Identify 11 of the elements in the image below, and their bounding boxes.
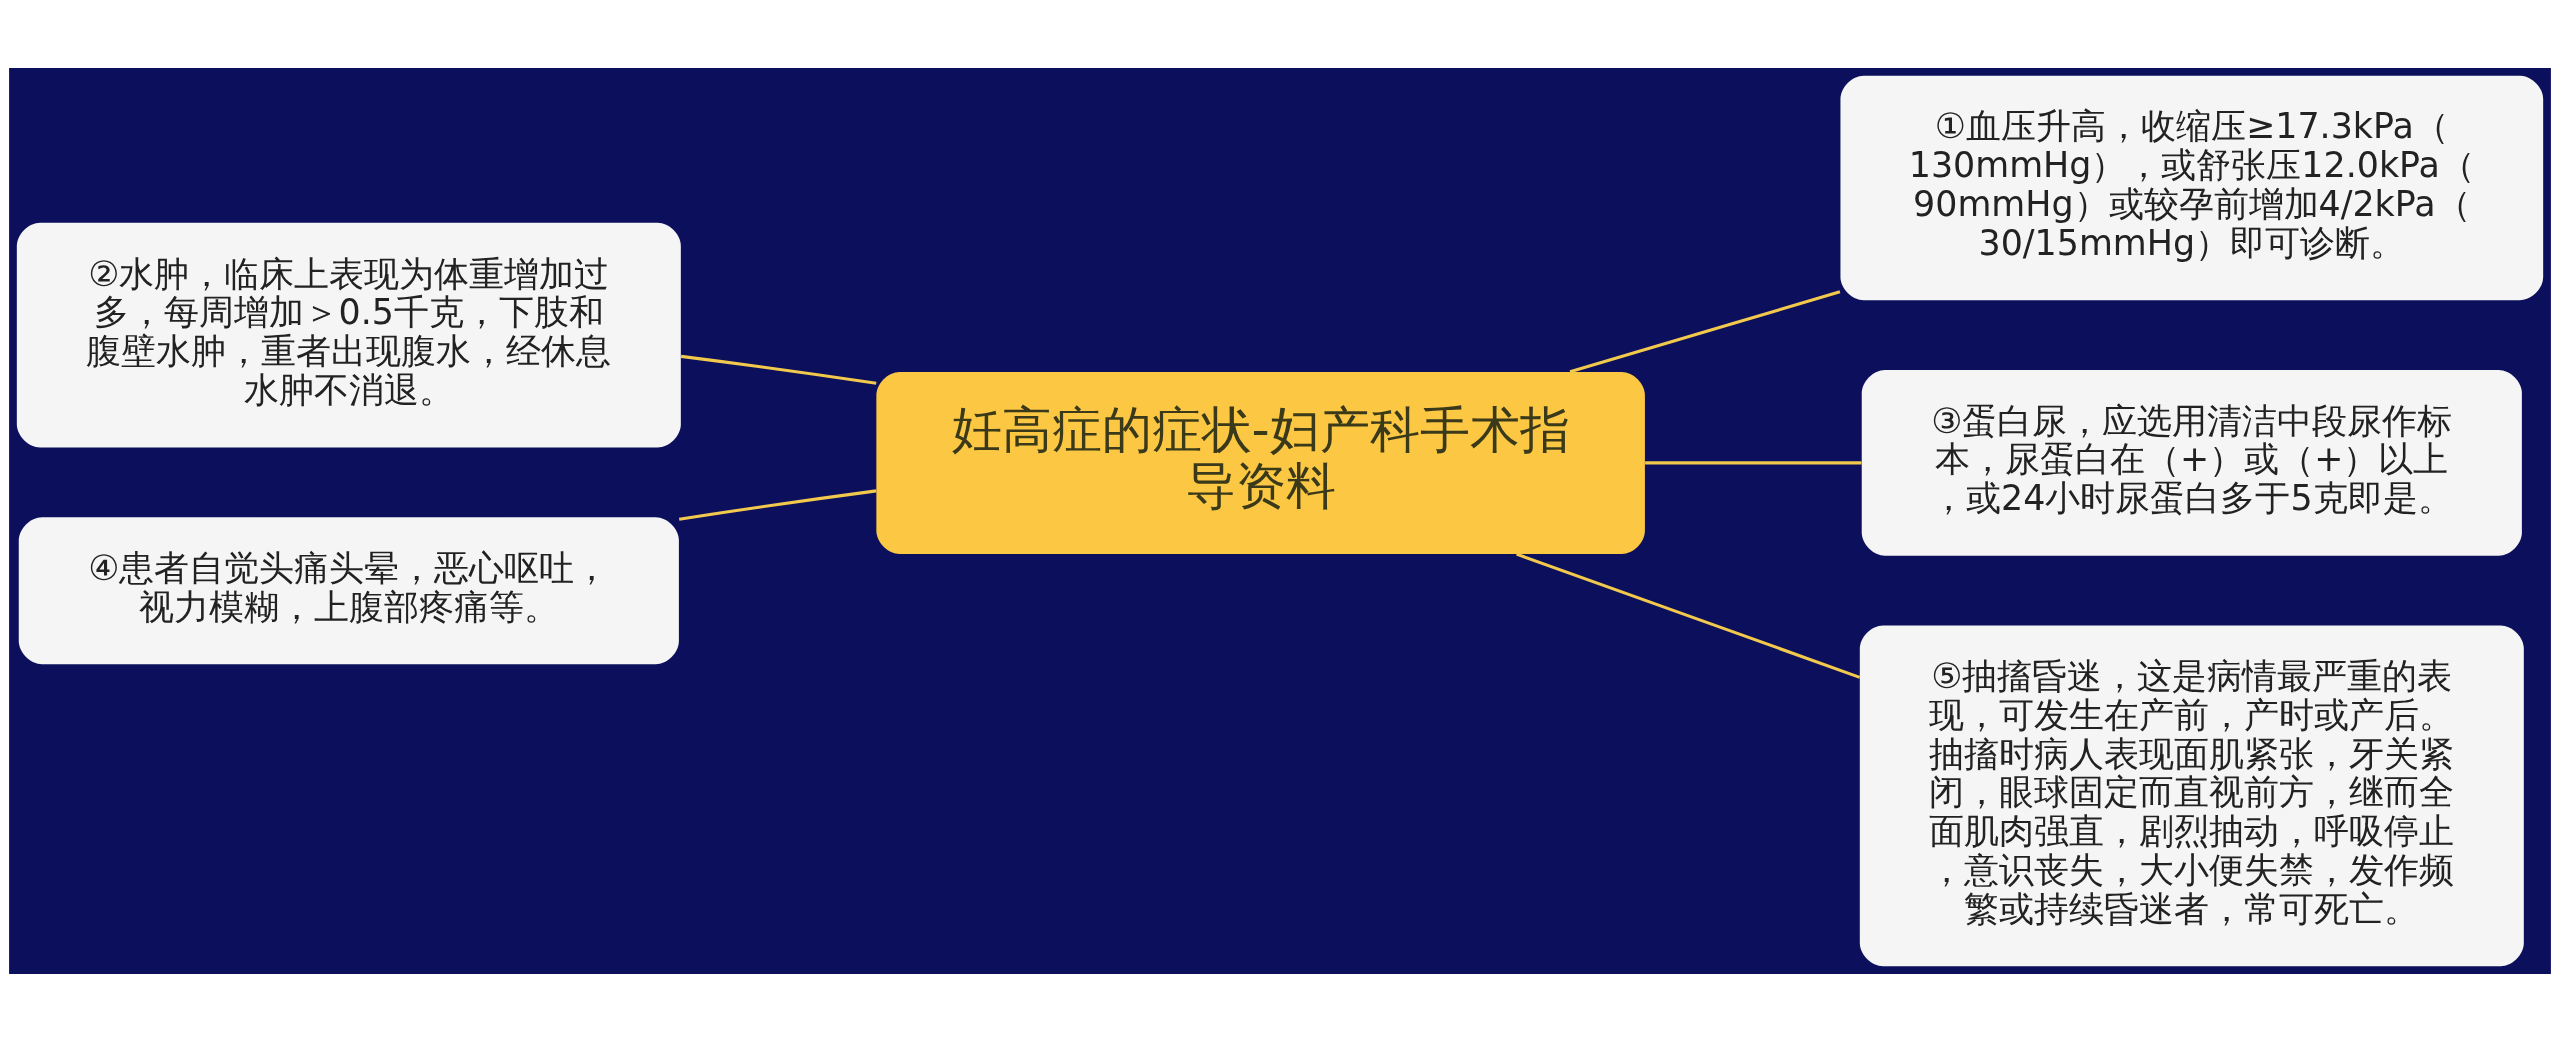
node-box: ③蛋白尿，应选用清洁中段尿作标本，尿蛋白在（+）或（+）以上，或24小时尿蛋白多于5克即是。 <box>1861 370 2522 556</box>
connector <box>1569 290 1841 374</box>
connector <box>1516 552 1861 679</box>
node-box: 妊高症的症状-妇产科手术指导资料 <box>876 371 1645 554</box>
node-box: ①血压升高，收缩压≥17.3kPa（130mmHg），或舒张压12.0kPa（90mmHg）或较孕前增加4/2kPa（30/15mmHg）即可诊断。 <box>1840 75 2544 301</box>
node-box: ⑤抽搐昏迷，这是病情最严重的表现，可发生在产前，产时或产后。抽搐时病人表现面肌紧张，牙关紧闭，眼球固定而直视前方，继而全面肌肉强直，剧烈抽动，呼吸停止，意识丧失，大小便失禁，发作频繁或持续昏迷者，常可死亡。 <box>1859 625 2524 967</box>
connector <box>678 489 877 521</box>
connector <box>680 354 877 385</box>
connector <box>1645 461 1862 465</box>
node-box: ②水肿，临床上表现为体重增加过多，每周增加＞0.5千克，下肢和腹壁水肿，重者出现腹水，经休息水肿不消退。 <box>16 222 681 448</box>
node-box: ④患者自觉头痛头晕，恶心呕吐，视力模糊，上腹部疼痛等。 <box>18 517 679 665</box>
